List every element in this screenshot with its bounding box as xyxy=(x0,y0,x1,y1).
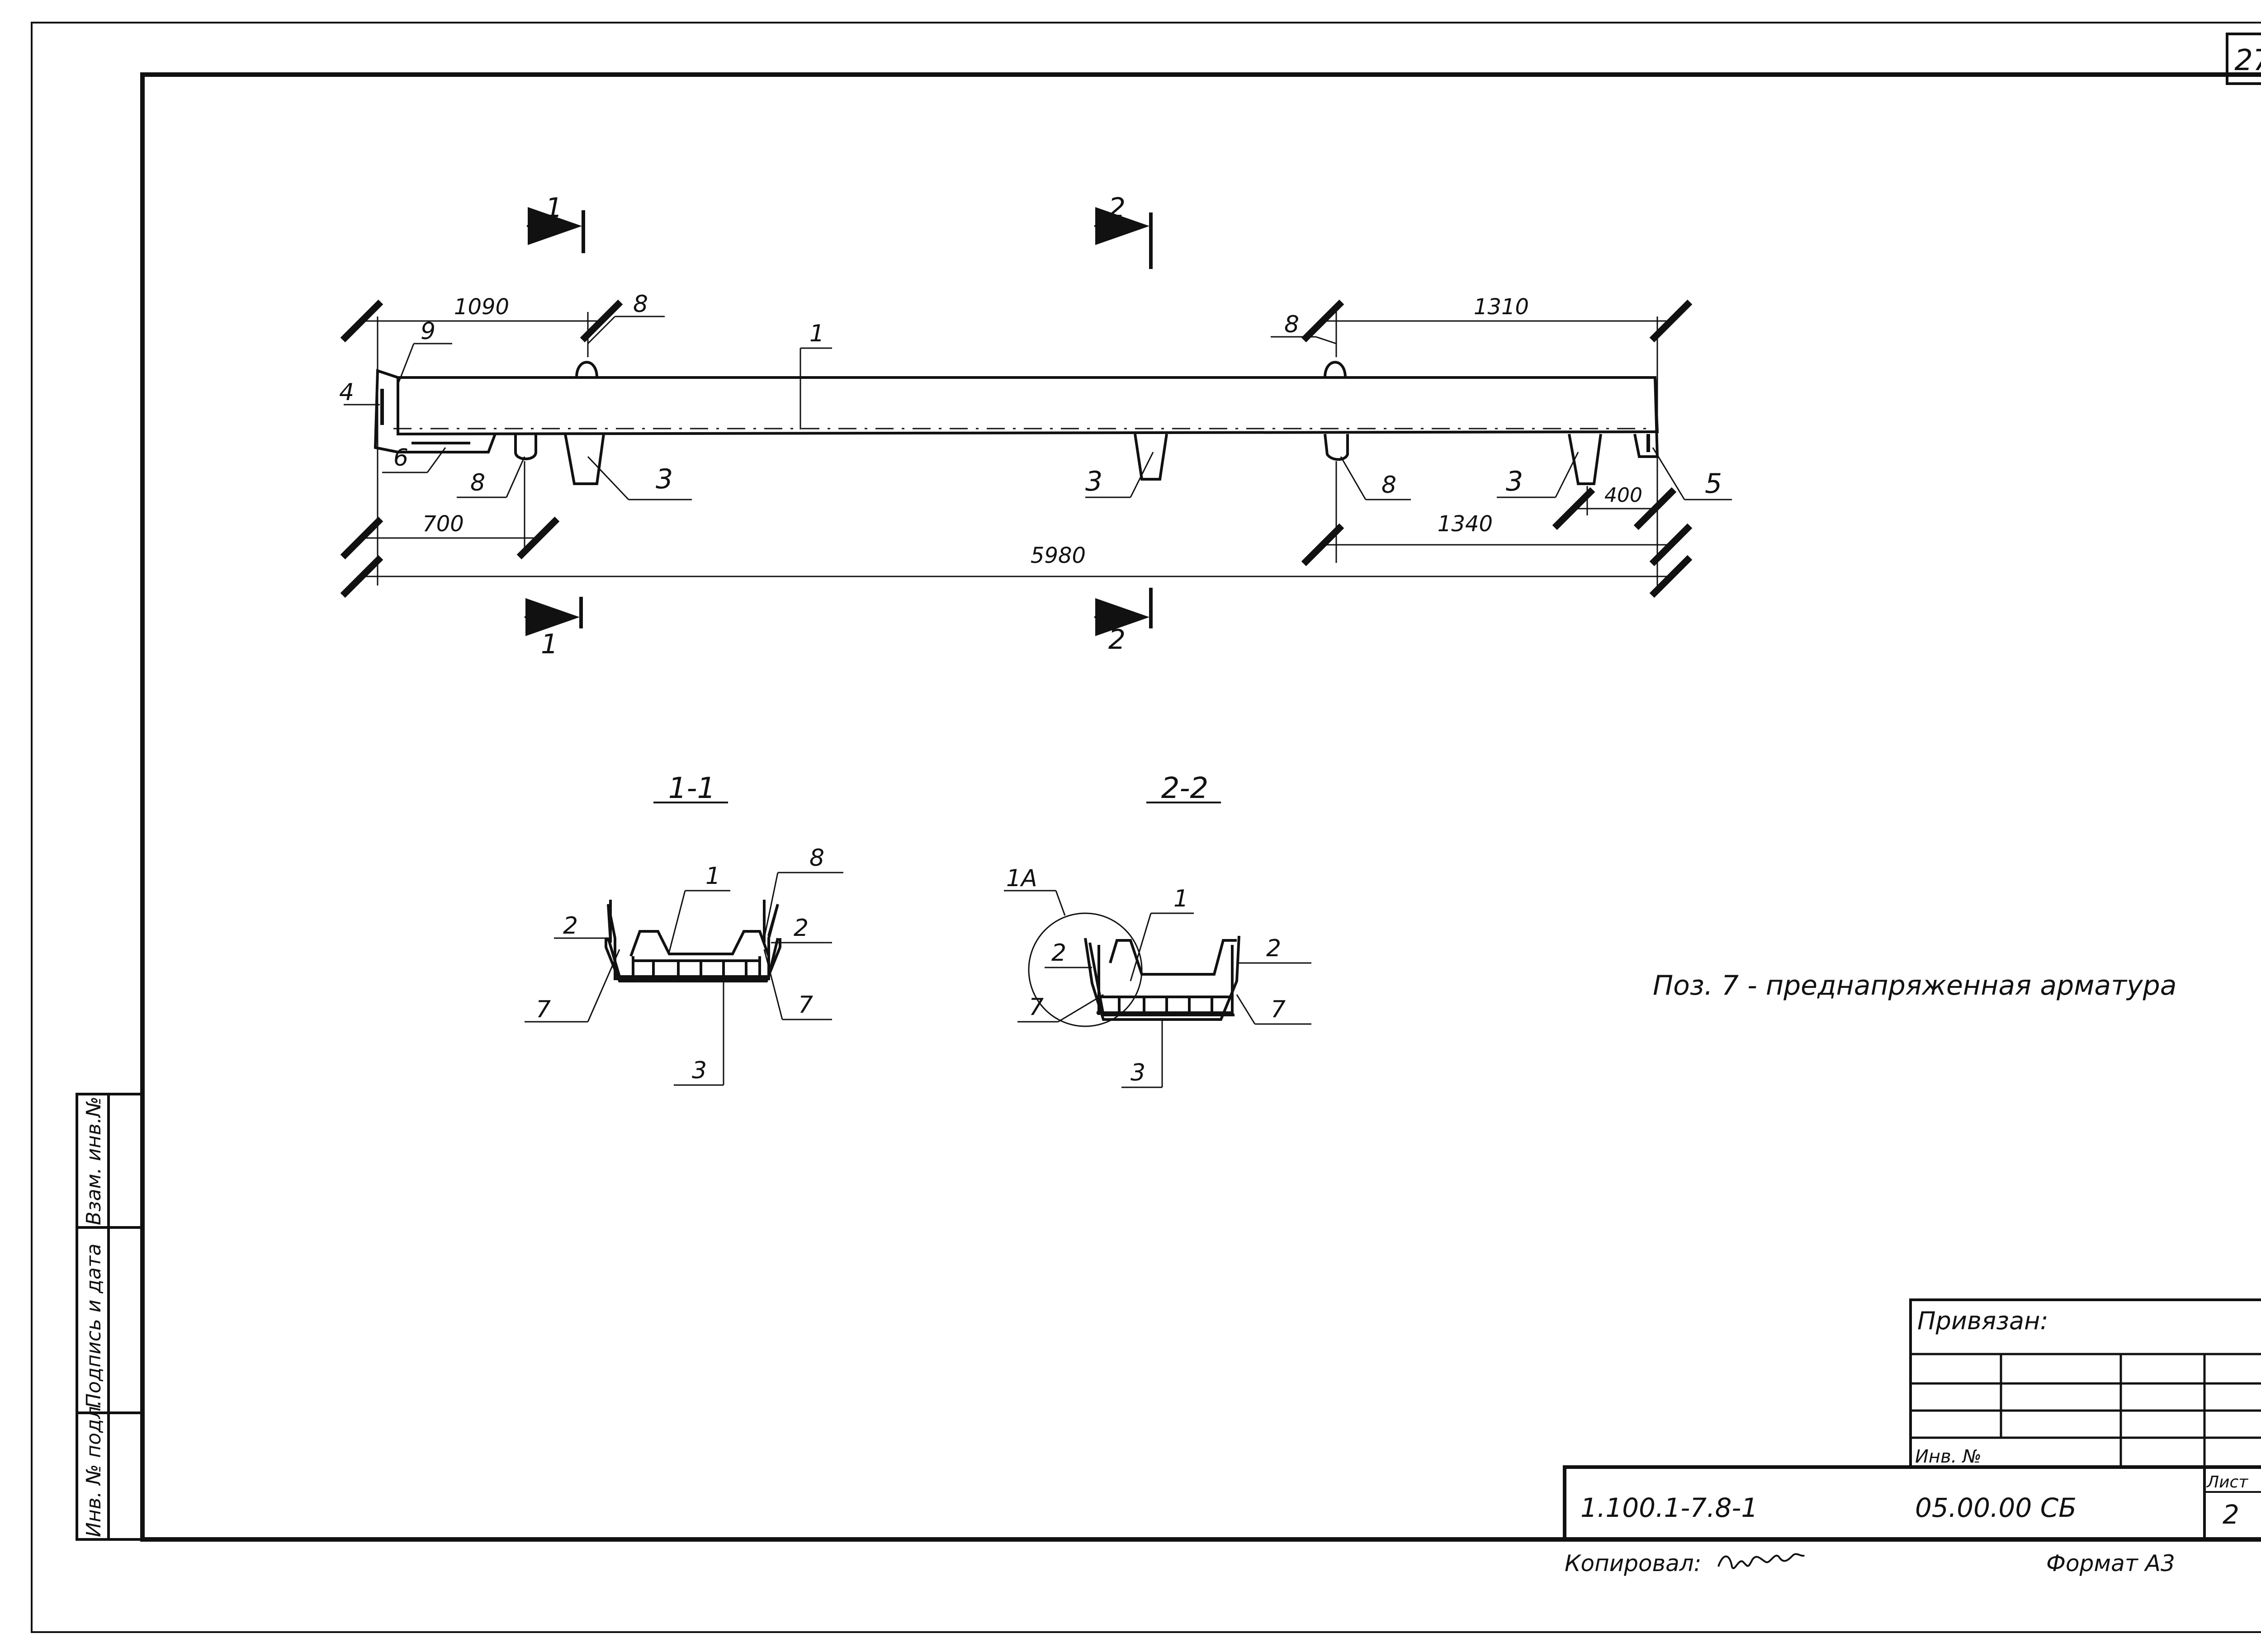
drawing-frame xyxy=(140,72,2261,1542)
title-block: Привязан: Инв. № 1.100.1-7.8-1 05.00.00 … xyxy=(1563,1298,2261,1541)
s11-pos-2-left: 2 xyxy=(563,912,578,939)
beam-elevation xyxy=(374,361,1659,485)
slab-outline xyxy=(397,376,1659,436)
s11-pos-8: 8 xyxy=(809,845,824,872)
pos-3-label-b: 3 xyxy=(1085,466,1102,497)
s22-pos-7-right: 7 xyxy=(1271,996,1286,1023)
lifting-loop-top-right xyxy=(1324,361,1347,378)
s22-pos-2-right: 2 xyxy=(1266,935,1281,962)
pos-4-label: 4 xyxy=(339,379,354,406)
detail-1a-circle xyxy=(1028,912,1143,1027)
section-2-2-title: 2-2 xyxy=(1161,772,1209,805)
dim-left-bottom: 700 xyxy=(422,511,464,537)
dim-end-offset: 400 xyxy=(1604,484,1642,507)
dim-left-top: 1090 xyxy=(454,294,509,320)
lifting-loop-bottom-right xyxy=(1324,434,1349,461)
s11-pos-2-right: 2 xyxy=(794,915,809,942)
pos-8-label-a: 8 xyxy=(633,291,648,318)
section-2-2-stirrups xyxy=(1097,945,1234,1015)
dim-right-bottom: 1340 xyxy=(1438,511,1493,537)
left-end-block xyxy=(374,368,497,453)
cut-2-bottom-label: 2 xyxy=(1108,624,1126,656)
s22-pos-2-left: 2 xyxy=(1051,939,1066,967)
pos-8-label-d: 8 xyxy=(1381,472,1396,499)
cut-1-bottom-label: 1 xyxy=(541,628,558,660)
privyazan-label: Привязан: xyxy=(1917,1307,2048,1335)
rib-1 xyxy=(564,434,605,485)
s11-pos-1: 1 xyxy=(705,863,720,890)
elevation-position-callouts: 1 8 8 9 4 6 8 8 3 3 3 5 xyxy=(339,291,1732,500)
prestress-note: Поз. 7 - преднапряженная арматура xyxy=(1653,970,2177,1001)
copier-signature xyxy=(1717,1553,1805,1569)
pos-8-label-b: 8 xyxy=(1284,311,1299,338)
sheet-number-box: 27 xyxy=(2226,33,2261,85)
s11-pos-7-right: 7 xyxy=(798,991,813,1019)
pos-1-label: 1 xyxy=(809,320,824,347)
lifting-loop-top-left xyxy=(575,361,598,378)
sheet-number: 27 xyxy=(2234,44,2261,77)
elevation-dimensions: 1090 1310 700 1340 400 5980 xyxy=(340,294,1693,598)
pos-8-label-c: 8 xyxy=(470,469,485,496)
s11-pos-7-left: 7 xyxy=(536,996,551,1023)
rib-2 xyxy=(1134,434,1168,481)
doc-code: 05.00.00 СБ xyxy=(1915,1492,2077,1523)
s22-pos-3: 3 xyxy=(1130,1059,1145,1086)
cut-2-top-label: 2 xyxy=(1108,192,1126,224)
section-2-2: 2-2 1А 1 2 2 7 7 xyxy=(1004,772,1311,1088)
section-cut-marks: 1 2 1 2 xyxy=(525,192,1153,660)
pos-3-label-c: 3 xyxy=(1506,466,1523,497)
inv-no-label: Инв. № xyxy=(1915,1446,1982,1467)
section-1-1-stirrups xyxy=(609,900,766,980)
lifting-loop-bottom-left xyxy=(514,434,537,460)
dim-right-top: 1310 xyxy=(1474,294,1529,320)
cut-1-top-label: 1 xyxy=(545,192,563,224)
outer-sheet-border xyxy=(31,22,2261,1633)
format-label: Формат А3 xyxy=(2046,1550,2175,1576)
stamp-podpis: Подпись и дата xyxy=(82,1244,105,1408)
pos-6-label: 6 xyxy=(393,444,408,472)
stamp-vzam: Взам. инв.№ xyxy=(82,1096,105,1225)
s22-pos-7-left: 7 xyxy=(1029,994,1044,1021)
list-value: 2 xyxy=(2223,1499,2239,1530)
stamp-inv-podl: Инв. № подл. xyxy=(82,1400,105,1537)
pos-9-label: 9 xyxy=(421,318,435,345)
right-end-block xyxy=(1633,377,1659,458)
section-1-1: 1-1 1 8 2 2 7 xyxy=(525,772,843,1086)
s22-pos-1a: 1А xyxy=(1006,865,1037,892)
section-1-1-title: 1-1 xyxy=(668,772,716,805)
copied-label: Копировал: xyxy=(1565,1550,1702,1576)
dim-overall: 5980 xyxy=(1031,543,1086,568)
s22-pos-1: 1 xyxy=(1173,885,1188,912)
pos-5-label: 5 xyxy=(1705,468,1722,500)
s11-pos-3: 3 xyxy=(692,1057,707,1084)
rib-3 xyxy=(1568,434,1602,485)
pos-3-label-a: 3 xyxy=(656,463,673,495)
left-side-stamp: Инв. № подл. Подпись и дата Взам. инв.№ xyxy=(76,1093,144,1541)
doc-series: 1.100.1-7.8-1 xyxy=(1580,1492,1758,1523)
list-label: Лист xyxy=(2206,1473,2248,1492)
